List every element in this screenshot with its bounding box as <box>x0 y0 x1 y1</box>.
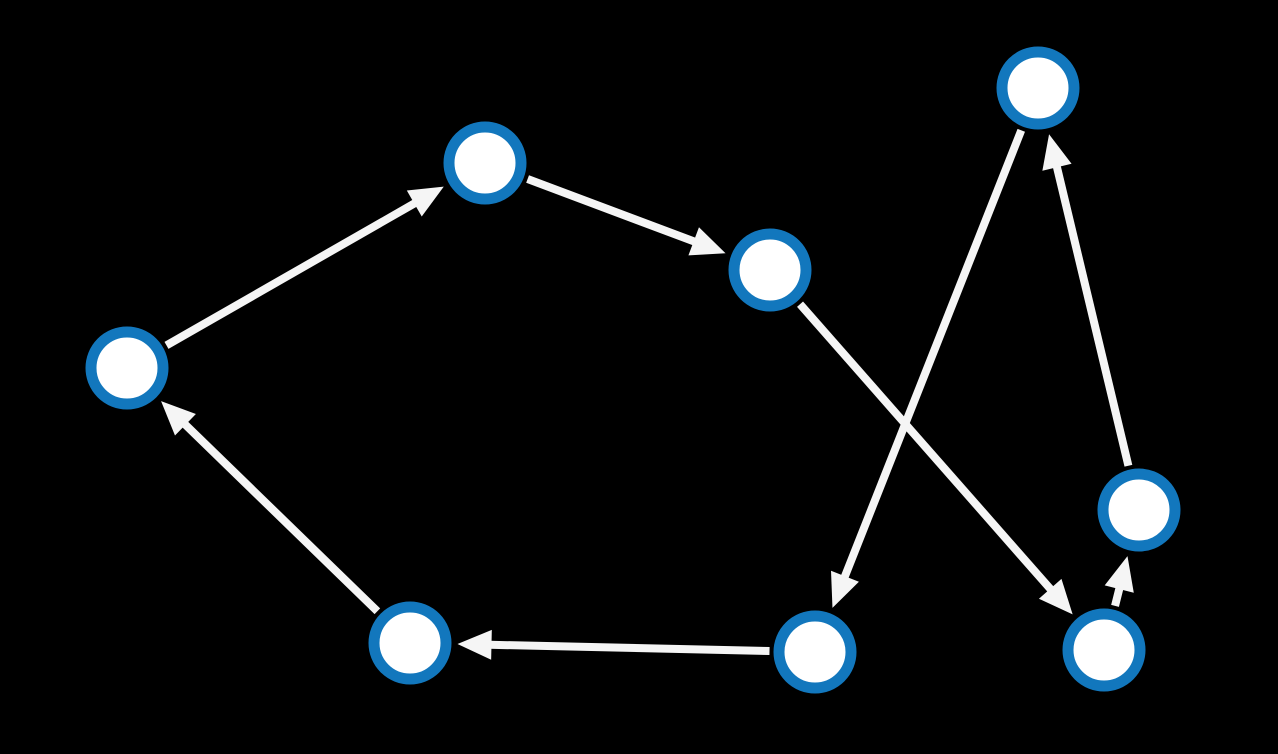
graph-node[interactable] <box>1097 468 1181 552</box>
graph-edge <box>526 175 697 246</box>
graph-edge <box>489 640 770 655</box>
graph-edge-arrowhead <box>831 570 859 608</box>
graph-edge-arrowhead <box>688 227 726 256</box>
graph-edge-arrowhead <box>1038 578 1073 615</box>
graph-edge <box>164 199 418 349</box>
graph-node[interactable] <box>443 121 527 205</box>
nodes-layer <box>85 46 1181 694</box>
graph-edge-arrowhead <box>457 629 492 660</box>
graph-node[interactable] <box>773 610 857 694</box>
graph-edge <box>840 128 1025 580</box>
graph-edge <box>181 420 381 615</box>
graph-edge-arrowhead <box>406 186 444 217</box>
graph-node[interactable] <box>728 228 812 312</box>
graph-edge-arrowhead <box>1042 134 1072 171</box>
graph-node[interactable] <box>996 46 1080 130</box>
graph-node[interactable] <box>85 326 169 410</box>
graph-node[interactable] <box>368 601 452 685</box>
edges-layer <box>161 128 1134 660</box>
graph-edge <box>1111 586 1124 607</box>
graph-edge-arrowhead <box>1104 556 1134 593</box>
graph-edge-arrowhead <box>161 401 196 436</box>
graph-edge <box>797 301 1055 593</box>
graph-edge <box>1052 164 1133 467</box>
graph-node[interactable] <box>1062 608 1146 692</box>
